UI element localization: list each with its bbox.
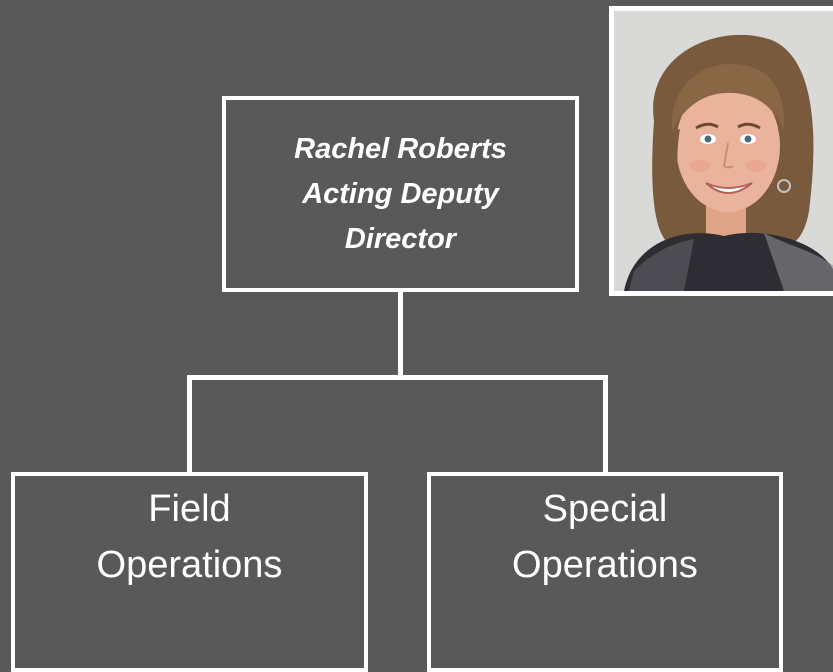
org-node-acting-deputy-director: Rachel Roberts Acting Deputy Director	[222, 96, 579, 292]
node-label-line-1: Special	[542, 488, 668, 530]
node-label-line-2: Operations	[512, 544, 698, 586]
node-name: Rachel Roberts	[294, 132, 507, 165]
org-node-field-operations: Field Operations	[11, 472, 368, 672]
connector-horizontal	[187, 375, 608, 380]
node-label-line-2: Operations	[96, 544, 283, 586]
node-label-line-1: Field	[148, 488, 231, 530]
node-title-line-1: Acting Deputy	[302, 177, 499, 210]
org-node-label: Field Operations	[97, 481, 283, 593]
portrait-illustration	[614, 11, 833, 291]
connector-vertical-left	[187, 375, 192, 474]
org-node-label: Rachel Roberts Acting Deputy Director	[294, 127, 507, 262]
org-node-special-operations: Special Operations	[427, 472, 783, 672]
org-node-label: Special Operations	[512, 481, 698, 593]
node-title-line-2: Director	[344, 222, 457, 255]
connector-vertical-top	[398, 290, 403, 378]
portrait-photo	[609, 6, 833, 296]
connector-vertical-right	[603, 375, 608, 474]
